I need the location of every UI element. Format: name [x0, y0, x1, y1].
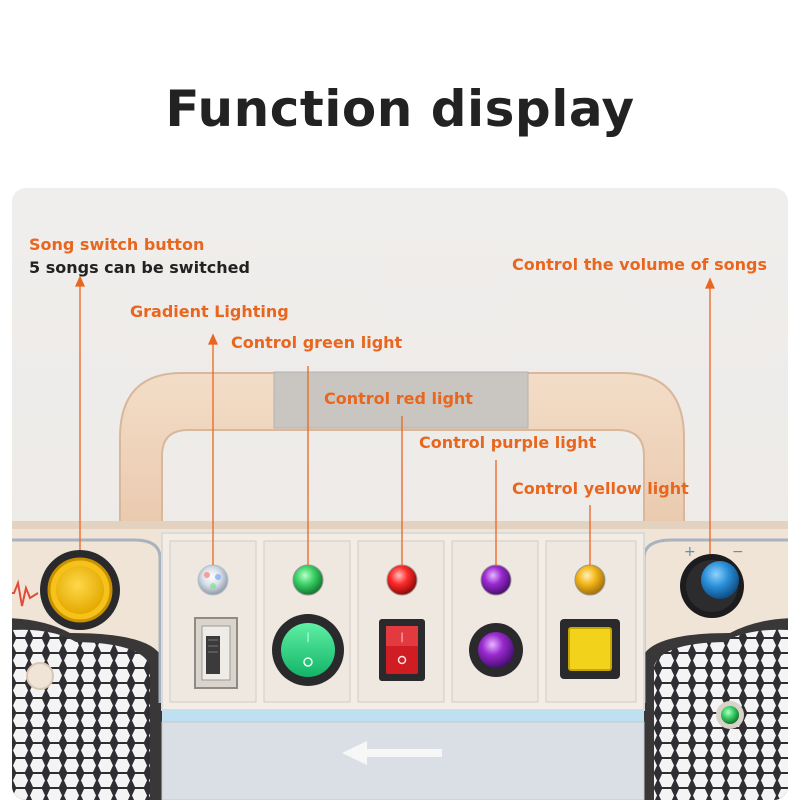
page-title: Function display — [165, 80, 635, 138]
product-photo: | | + − — [12, 188, 788, 800]
gradient-led — [197, 564, 229, 596]
purple-led — [480, 564, 512, 596]
svg-text:−: − — [732, 544, 744, 560]
label-control-volume: Control the volume of songs — [512, 255, 767, 274]
label-gradient-lighting: Gradient Lighting — [130, 302, 289, 321]
label-song-switch-button: Song switch button — [29, 235, 205, 254]
label-control-purple: Control purple light — [419, 433, 597, 452]
label-control-yellow: Control yellow light — [512, 479, 689, 498]
svg-text:+: + — [684, 544, 696, 560]
handle — [119, 372, 685, 534]
label-songs-note: 5 songs can be switched — [29, 258, 250, 277]
handle-grip — [273, 371, 529, 429]
label-control-red: Control red light — [324, 389, 473, 408]
svg-text:|: | — [400, 632, 403, 643]
red-led — [386, 564, 418, 596]
green-led — [292, 564, 324, 596]
yellow-led — [574, 564, 606, 596]
label-control-green: Control green light — [231, 333, 403, 352]
svg-text:|: | — [306, 632, 309, 643]
